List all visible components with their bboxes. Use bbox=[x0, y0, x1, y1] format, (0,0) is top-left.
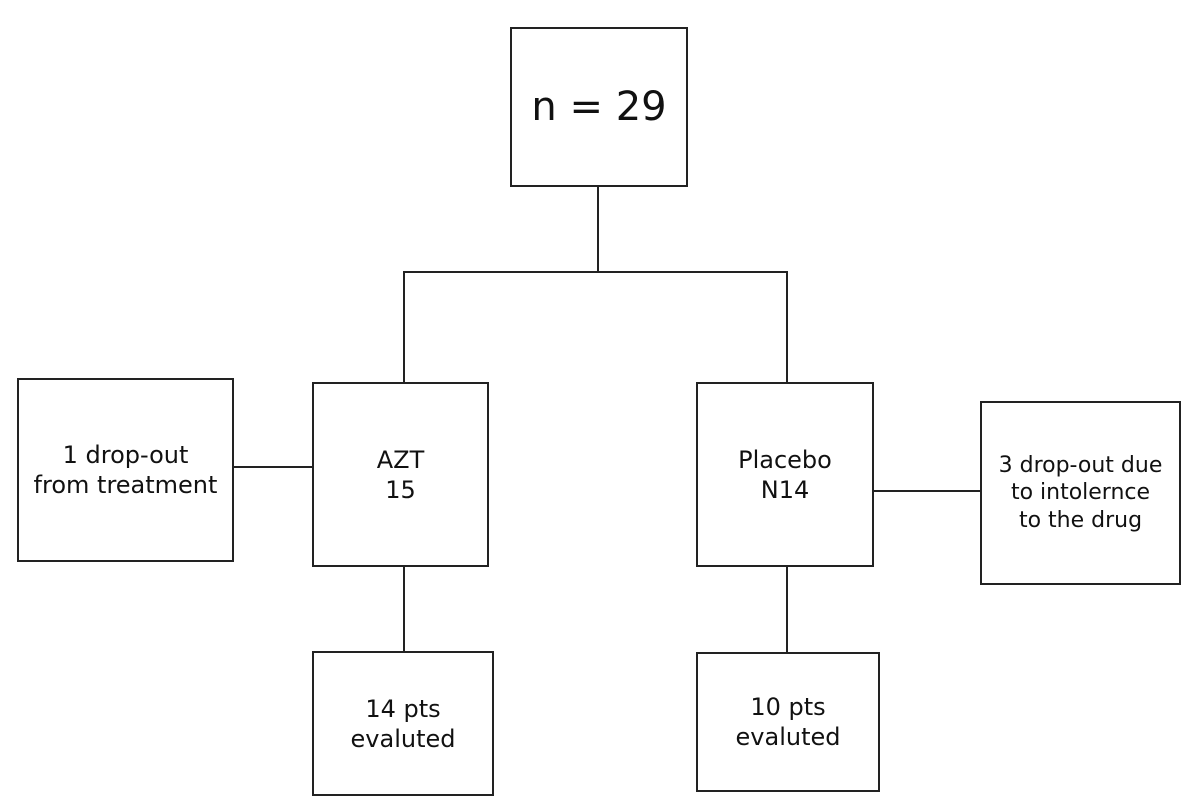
eval-placebo-label: evaluted bbox=[735, 723, 841, 751]
connector-right-drop bbox=[786, 271, 788, 383]
connector-horizontal-branch bbox=[404, 271, 788, 273]
azt-count: 15 bbox=[385, 475, 416, 504]
placebo-box: Placebo N14 bbox=[696, 382, 874, 567]
placebo-label: Placebo bbox=[738, 445, 832, 474]
azt-box: AZT 15 bbox=[312, 382, 489, 567]
placebo-count: N14 bbox=[760, 475, 810, 504]
connector-top-stem bbox=[597, 186, 599, 272]
eval-azt-box: 14 pts evaluted bbox=[312, 651, 494, 796]
eval-placebo-box: 10 pts evaluted bbox=[696, 652, 880, 792]
total-box: n = 29 bbox=[510, 27, 688, 187]
connector-left-drop bbox=[403, 271, 405, 383]
azt-label: AZT bbox=[376, 445, 425, 474]
total-label: n = 29 bbox=[531, 84, 667, 130]
eval-azt-label: evaluted bbox=[350, 724, 456, 753]
dropout-right-line1: 3 drop-out due bbox=[998, 452, 1163, 478]
eval-placebo-count: 10 pts bbox=[750, 693, 826, 721]
dropout-left-line2: from treatment bbox=[33, 471, 218, 499]
connector-dropout-right bbox=[874, 490, 981, 492]
dropout-right-line3: to the drug bbox=[1018, 507, 1143, 533]
eval-azt-count: 14 pts bbox=[365, 694, 441, 723]
dropout-left-line1: 1 drop-out bbox=[62, 441, 189, 469]
dropout-left-box: 1 drop-out from treatment bbox=[17, 378, 234, 562]
connector-dropout-left bbox=[233, 466, 313, 468]
dropout-right-box: 3 drop-out due to intolernce to the drug bbox=[980, 401, 1181, 585]
connector-azt-eval bbox=[403, 566, 405, 652]
connector-placebo-eval bbox=[786, 566, 788, 652]
dropout-right-line2: to intolernce bbox=[1010, 480, 1151, 506]
